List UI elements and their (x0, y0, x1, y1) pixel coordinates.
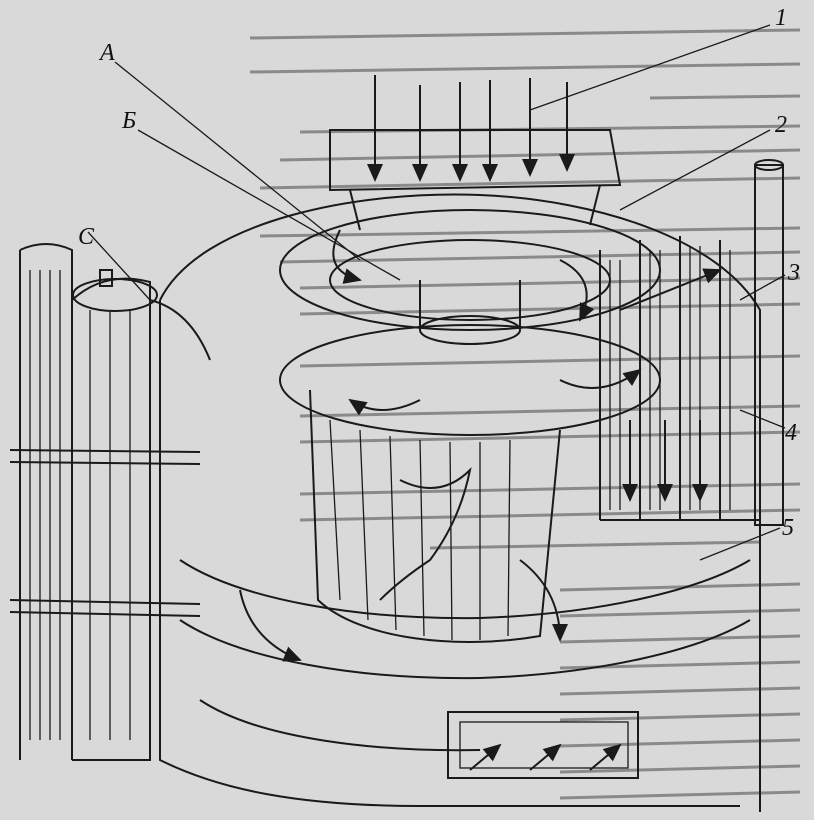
feed-hopper (329, 129, 622, 231)
label-c: С (78, 224, 95, 250)
left-cylinder-assembly (9, 243, 211, 761)
inflow-arrows (367, 75, 575, 182)
label-5: 5 (782, 515, 794, 541)
outer-casing (159, 193, 761, 812)
circulation-arrows (239, 229, 722, 771)
inspection-window (447, 711, 639, 779)
label-b: Б (121, 108, 136, 134)
leader-lines (87, 24, 786, 561)
label-3: 3 (787, 260, 800, 286)
right-column-assembly (599, 159, 784, 526)
central-drum (279, 209, 661, 643)
label-4: 4 (785, 420, 797, 446)
label-2: 2 (775, 112, 787, 138)
label-a: А (98, 40, 115, 66)
label-1: 1 (775, 5, 787, 31)
background-text-lines (249, 28, 801, 800)
